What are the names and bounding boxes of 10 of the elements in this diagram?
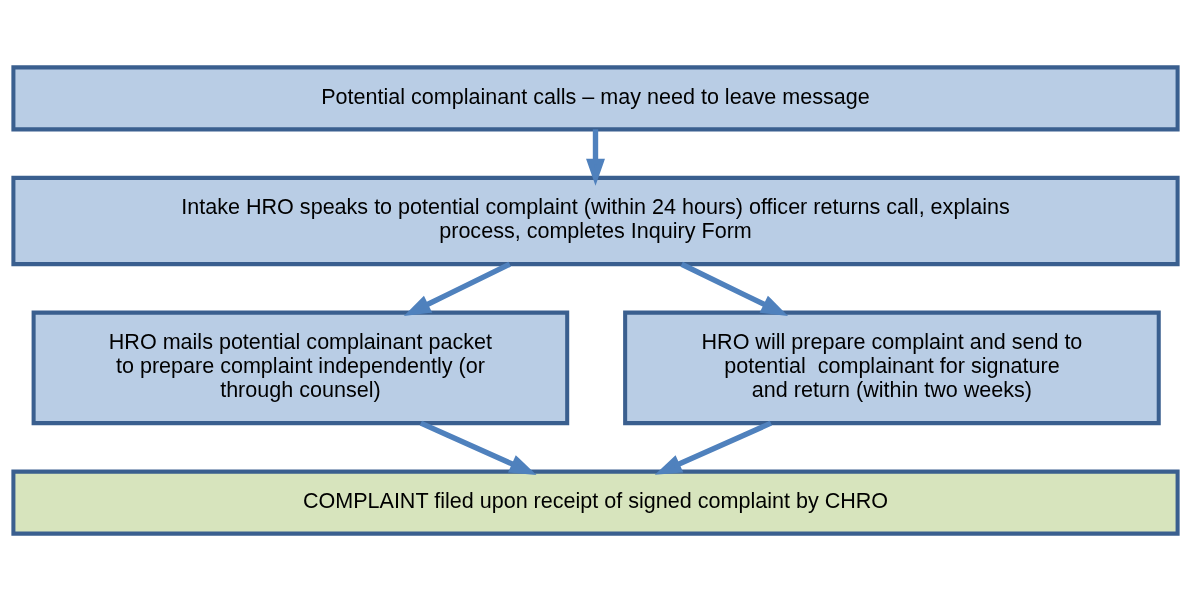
node-box: COMPLAINT filed upon receipt of signed complaint by CHRO bbox=[11, 469, 1180, 536]
arrow bbox=[680, 261, 789, 316]
arrow bbox=[654, 420, 773, 475]
node-box: HRO mails potential complainant packet to prepare complaint independently (or through counsel) bbox=[31, 310, 570, 426]
arrow bbox=[419, 420, 537, 475]
node-box: Potential complainant calls – may need to leave message bbox=[11, 65, 1180, 132]
arrow bbox=[586, 129, 605, 186]
arrow bbox=[403, 261, 511, 316]
node-box: Intake HRO speaks to potential complaint (within 24 hours) officer returns call, explains process, completes Inquiry Form bbox=[11, 175, 1180, 267]
node-box: HRO will prepare complaint and send to potential complainant for signature and return (within two weeks) bbox=[623, 310, 1161, 426]
